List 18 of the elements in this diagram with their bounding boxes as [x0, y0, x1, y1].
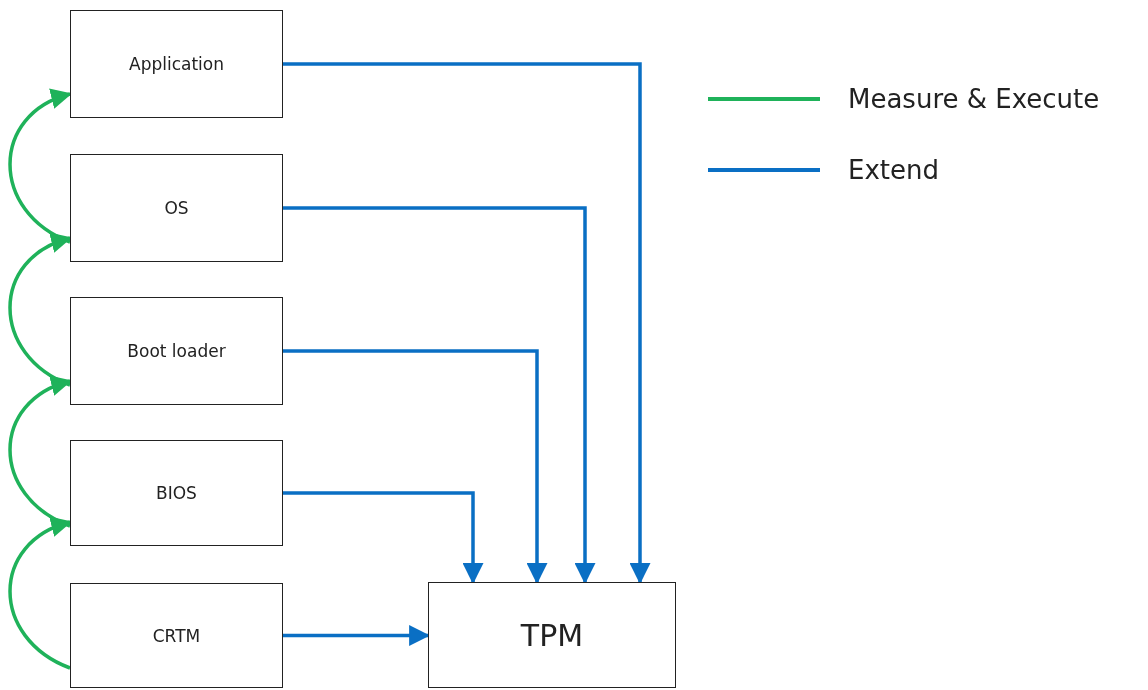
box-label: BIOS — [156, 483, 197, 503]
box-label: TPM — [520, 617, 584, 653]
box-label: Application — [129, 54, 224, 74]
box-label: OS — [164, 198, 189, 218]
process-box — [428, 582, 676, 688]
process-box — [70, 440, 283, 546]
curved-arrow — [8, 377, 72, 528]
box-label: Boot loader — [127, 341, 226, 361]
process-box — [70, 154, 283, 262]
legend-label: Measure & Execute — [848, 84, 1100, 114]
process-box — [70, 583, 283, 688]
curved-arrow — [8, 234, 72, 387]
process-box — [70, 10, 283, 118]
legend-label: Extend — [848, 155, 939, 185]
process-box — [70, 297, 283, 405]
curved-arrow — [8, 518, 72, 670]
curved-arrow — [8, 90, 72, 244]
box-label: CRTM — [152, 625, 201, 646]
